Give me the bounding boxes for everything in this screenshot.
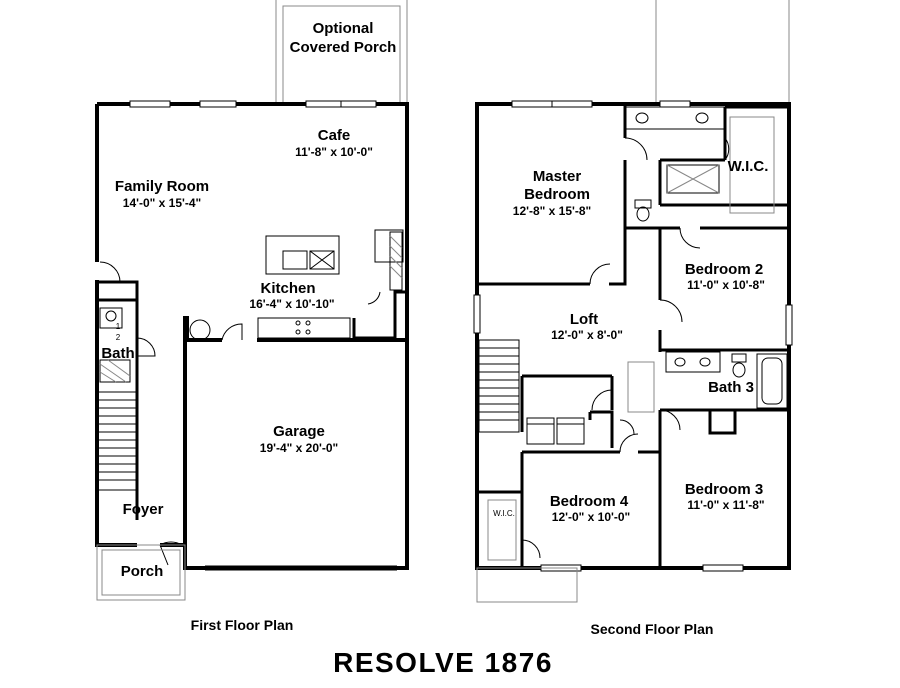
bedroom2-label: Bedroom 2: [685, 261, 763, 278]
master-wic: [724, 105, 789, 214]
garage-dims: 19'-4" x 20'-0": [260, 441, 338, 455]
kitchen-counter: [257, 317, 351, 339]
bedroom3-label: Bedroom 3: [685, 481, 763, 498]
bath-label: Bath: [101, 345, 134, 362]
small-wic-label: W.I.C.: [493, 509, 515, 518]
loft-railing: [627, 361, 655, 413]
front-porch: [96, 544, 186, 601]
bedroom4-label: Bedroom 4: [550, 493, 629, 510]
second-floor-bump-out: [476, 567, 578, 603]
first-floor-windows: [129, 100, 377, 108]
second-floor-stairs: [478, 339, 520, 433]
master-wic-label: W.I.C.: [728, 158, 769, 175]
loft-dims: 12'-0" x 8'-0": [551, 328, 623, 342]
foyer-label: Foyer: [123, 501, 164, 518]
garage-label: Garage: [273, 423, 325, 440]
first-floor-exterior-wall: [95, 102, 409, 570]
family-room-dims: 14'-0" x 15'-4": [123, 196, 201, 210]
bedroom4-dims: 12'-0" x 10'-0": [552, 510, 630, 524]
kitchen-island: [265, 235, 340, 275]
bedroom2-dims: 11'-0" x 10'-8": [687, 278, 765, 292]
bedroom3-dims: 11'-0" x 11'-8": [687, 498, 764, 512]
bath3-label: Bath 3: [708, 379, 754, 396]
water-heater: [189, 319, 211, 341]
optional-porch-label-line1: Optional: [313, 20, 374, 37]
laundry-appliances: [526, 417, 585, 445]
master-bath-fixtures: [624, 106, 735, 222]
first-floor-stairs: [97, 391, 137, 491]
first-floor-stair-bath: [97, 261, 156, 520]
first-floor-caption: First Floor Plan: [191, 617, 294, 633]
second-floor-caption: Second Floor Plan: [591, 621, 714, 637]
kitchen-dims: 16'-4" x 10'-10": [249, 297, 334, 311]
kitchen-label: Kitchen: [260, 280, 315, 297]
family-room-label: Family Room: [115, 178, 209, 195]
first-floor-plan: Optional Covered Porch Cafe 11'-8" x 10'…: [95, 0, 409, 633]
second-floor-plan: Master Bedroom 12'-8" x 15'-8" W.I.C. Be…: [473, 0, 793, 637]
loft-label: Loft: [570, 311, 598, 328]
cafe-label: Cafe: [318, 127, 351, 144]
plan-title: RESOLVE 1876: [333, 647, 553, 678]
pantry-fridge: [352, 229, 405, 340]
small-wic-shelving: [487, 499, 517, 561]
porch-label: Porch: [121, 563, 164, 580]
half-bath-fraction-bottom: 2: [116, 333, 121, 342]
master-bedroom-label-line1: Master: [533, 168, 582, 185]
second-floor-doors: [521, 227, 701, 559]
optional-porch-label-line2: Covered Porch: [290, 39, 397, 56]
half-bath-fraction-top: 1: [116, 322, 121, 331]
cafe-dims: 11'-8" x 10'-0": [295, 145, 373, 159]
master-bedroom-dims: 12'-8" x 15'-8": [513, 204, 591, 218]
bath3-fixtures: [665, 351, 788, 409]
master-bedroom-label-line2: Bedroom: [524, 186, 590, 203]
